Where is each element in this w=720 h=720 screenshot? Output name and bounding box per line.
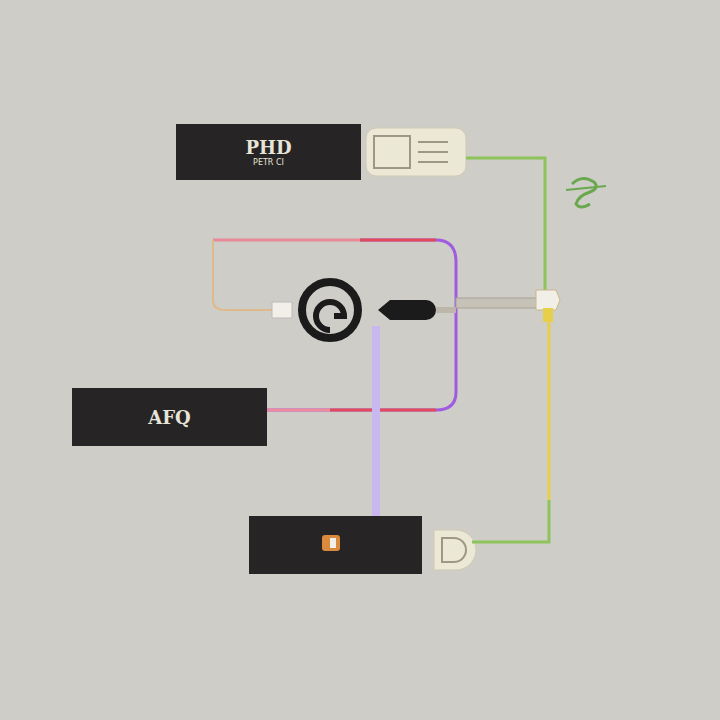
wire: [213, 239, 360, 242]
connector-plug: [434, 530, 476, 570]
connector-pins: [374, 136, 410, 168]
wire: [472, 500, 549, 542]
device-box: PHDPETR CI: [176, 124, 361, 180]
wire: [372, 330, 376, 516]
wire: [213, 240, 272, 310]
connector-plug: [366, 128, 466, 176]
power-symbol: [302, 282, 358, 338]
plug-tip: [272, 302, 292, 318]
device-box: AFQ: [72, 388, 267, 446]
ground-symbol: [572, 178, 596, 207]
wire: [466, 158, 545, 292]
device-box: [249, 516, 422, 574]
device-sublabel: PETR CI: [253, 158, 284, 167]
black-plug: [368, 300, 436, 320]
junction-clip: [536, 290, 560, 310]
device-label: PHD: [245, 137, 291, 158]
wire: [548, 318, 551, 500]
device-label: AFQ: [148, 407, 190, 428]
metal-rod: [456, 298, 546, 308]
indicator-chip: [330, 538, 336, 548]
wire: [267, 240, 456, 410]
indicator-chip: [322, 535, 340, 551]
